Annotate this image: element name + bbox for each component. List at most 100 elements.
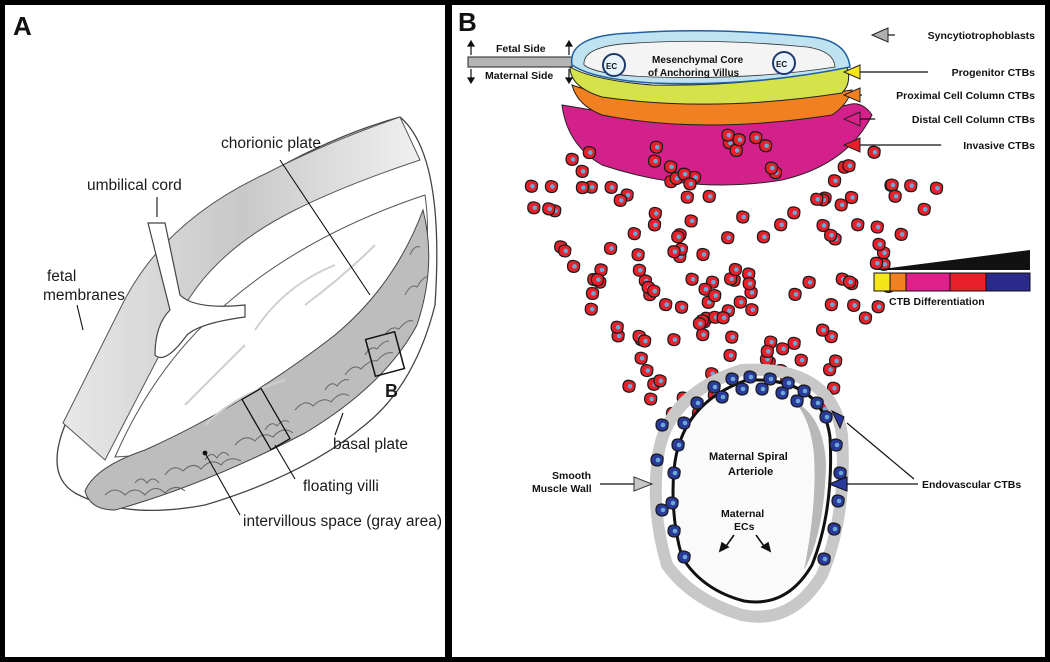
invasive-ctb-cell-nucleus (689, 218, 695, 224)
endovascular-ctb-cell-nucleus (695, 400, 701, 406)
invasive-ctb-cell-nucleus (680, 304, 685, 310)
invasive-ctb-cell-nucleus (822, 406, 828, 412)
invasive-ctb-cell-nucleus (821, 327, 826, 333)
cell-label-arrowhead-0 (870, 27, 889, 43)
endovascular-ctb-cell-nucleus (760, 386, 766, 392)
invasive-ctb-cell-nucleus (829, 334, 835, 339)
invasive-ctb-cell-nucleus (850, 195, 855, 200)
endovascular-ctb-cell-nucleus (655, 457, 661, 463)
anchoring-villus: EC EC Mesenchymal Core of Anchoring Vill… (561, 30, 873, 186)
progenitor-layer (569, 66, 850, 105)
invasive-ctb-cell-nucleus (726, 308, 732, 313)
panel-a: A (5, 5, 445, 657)
label-chorionic-plate: chorionic plate (221, 135, 321, 152)
invasive-ctb-cell-nucleus (707, 194, 713, 199)
invasive-ctb-cell-nucleus (649, 396, 654, 402)
invasive-ctb-cell-nucleus (769, 339, 774, 345)
leader-basal-plate (334, 412, 344, 436)
endovascular-ctb-cell-nucleus (672, 528, 678, 534)
panel-b-letter: B (458, 7, 477, 37)
villi-texture (104, 246, 428, 496)
anchoring-villus-diagram: B Fetal Side Maternal Side (458, 7, 1035, 623)
endovascular-ctb-cell-nucleus (712, 384, 718, 390)
invasive-ctb-cell-nucleus (882, 262, 888, 267)
invasive-ctb-cell-nucleus (572, 264, 577, 269)
invasive-ctb-cell-nucleus (643, 338, 648, 344)
invasive-ctb-cell-nucleus (591, 291, 596, 296)
invasive-ctb-cell-nucleus (765, 357, 770, 362)
label-core-2: of Anchoring Villus (648, 68, 740, 79)
arteriole-shading (792, 400, 826, 570)
cell-label-arrowhead-1 (842, 64, 861, 80)
label-endovascular: Endovascular CTBs (922, 479, 1021, 491)
invasive-ctb-cell-nucleus (672, 337, 678, 342)
invasive-ctb-cell-nucleus (793, 292, 799, 297)
cell-label-arrowhead-2 (842, 87, 861, 103)
endovascular-ctb-cell-nucleus (660, 422, 666, 428)
invasive-ctb-cell-nucleus (698, 321, 703, 326)
invasive-ctb-cell-nucleus (589, 184, 595, 190)
endovascular-ctb-cell-nucleus (834, 442, 840, 448)
label-floating-villi: floating villi (303, 478, 379, 495)
chorionic-vessels (184, 244, 376, 426)
umbilical-cord (147, 222, 246, 359)
label-smooth-muscle-1: Smooth (552, 470, 591, 482)
invasive-ctb-cell-nucleus (639, 355, 645, 361)
legend-swatch-4 (985, 272, 1031, 292)
invasive-ctb-cell-nucleus (609, 185, 615, 190)
label-ecs-1: Maternal (721, 508, 764, 520)
invasive-ctb-cell-nucleus (872, 149, 878, 155)
invasive-ctb-cell-nucleus (762, 234, 767, 240)
invasive-ctb-cell-nucleus (706, 300, 712, 305)
invasive-ctb-cell-nucleus (638, 267, 643, 273)
inset-box-b (364, 330, 406, 378)
invasive-ctb-cell-nucleus (581, 185, 586, 190)
invasive-ctb-cell-nucleus (676, 234, 682, 240)
legend-swatch-1 (889, 272, 907, 292)
invasive-ctb-cell-nucleus (847, 163, 853, 168)
invasive-ctb-cell-nucleus (856, 222, 861, 228)
invasive-ctb-cell-nucleus (770, 165, 775, 171)
endovascular-leader-2 (846, 422, 915, 480)
invasive-ctb-cell-nucleus (781, 346, 786, 352)
label-umbilical-cord: umbilical cord (87, 177, 182, 194)
invasive-ctb-cell-nucleus (645, 368, 651, 373)
invasive-ctb-cell-nucleus (685, 194, 691, 200)
cell-label-3: Distal Cell Column CTBs (912, 114, 1035, 126)
invasive-ctb-cell-nucleus (833, 178, 838, 184)
invasive-ctb-cell-nucleus (935, 185, 940, 191)
invasive-ctb-cell-nucleus (864, 315, 869, 321)
invasive-ctb-cell-nucleus (875, 260, 880, 266)
label-b-marker: B (385, 381, 398, 401)
invasive-ctb-cell-nucleus (882, 250, 887, 256)
endovascular-ctb-cells (650, 370, 847, 566)
invasive-ctb-cell-nucleus (834, 358, 839, 364)
invasive-ctb-cell-nucleus (734, 148, 740, 153)
invasive-ctb-cell-nucleus (909, 183, 915, 188)
invasive-ctb-cell-nucleus (726, 132, 732, 138)
side-divider-bar (467, 56, 573, 68)
label-basal-plate: basal plate (333, 436, 408, 453)
invasive-ctb-cell-nucleus (832, 385, 837, 391)
endovascular-ctb-cell-nucleus (795, 398, 801, 404)
label-fetal-side: Fetal Side (496, 43, 546, 55)
invasive-ctb-cell-nucleus (747, 271, 752, 277)
invasive-ctb-cell-nucleus (653, 222, 658, 228)
invasive-ctb-cell-nucleus (550, 184, 555, 189)
differentiation-wedge (874, 250, 1030, 270)
invasive-ctb-cell-nucleus (655, 144, 660, 150)
invasive-ctb-cell-nucleus (728, 353, 734, 358)
smooth-muscle-arrowhead (633, 476, 654, 492)
invasive-ctb-cell-nucleus (547, 206, 553, 212)
invasive-ctb-cell-nucleus (688, 181, 694, 187)
invasive-ctb-cell-nucleus (726, 235, 731, 240)
invasive-ctb-cell-nucleus (830, 302, 835, 307)
invasive-ctb-cell-nucleus (616, 333, 622, 339)
endovascular-arrowhead-2 (830, 409, 845, 430)
invasive-ctb-cell-nucleus (653, 158, 658, 164)
endovascular-ctb-cell-nucleus (660, 507, 666, 513)
invasive-ctb-cell-nucleus (701, 332, 706, 337)
invasive-ctb-cell-nucleus (890, 182, 896, 188)
invasive-ctb-cell-nucleus (829, 233, 834, 238)
endovascular-ctb-cell-nucleus (824, 414, 830, 420)
